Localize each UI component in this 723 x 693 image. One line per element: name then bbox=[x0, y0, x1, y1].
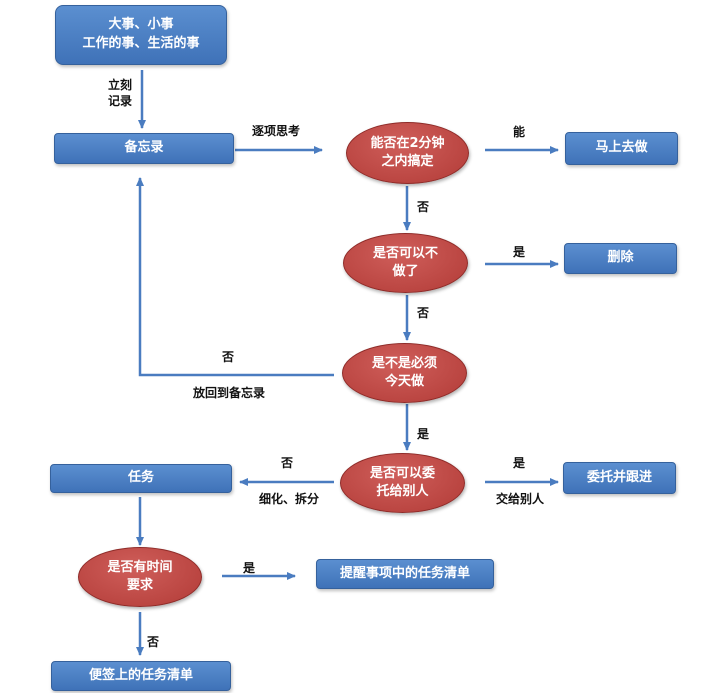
delete-box: 删除 bbox=[564, 243, 677, 274]
label-no-1: 否 bbox=[417, 200, 430, 214]
label-yes-4: 是 bbox=[243, 561, 256, 575]
label-no-2: 否 bbox=[417, 306, 430, 320]
delegate-follow-box: 委托并跟进 bbox=[563, 462, 676, 494]
can-skip-decision: 是否可以不 做了 bbox=[343, 233, 468, 293]
label-think-each: 逐项思考 bbox=[252, 124, 301, 138]
delegate-decision: 是否可以委 托给别人 bbox=[340, 453, 465, 513]
time-req-decision: 是否有时间 要求 bbox=[78, 547, 202, 607]
two-min-line2: 之内搞定 bbox=[381, 154, 434, 169]
sources-line2: 工作的事、生活的事 bbox=[82, 36, 200, 51]
label-no-3: 否 bbox=[281, 456, 294, 470]
must-today-line2: 今天做 bbox=[384, 374, 424, 389]
label-record-now-line2: 记录 bbox=[108, 93, 133, 108]
label-record-now-line1: 立刻 bbox=[108, 78, 133, 92]
label-yes-can: 能 bbox=[513, 125, 526, 139]
two-min-decision: 能否在2分钟 之内搞定 bbox=[346, 122, 469, 184]
time-req-line1: 是否有时间 bbox=[107, 560, 173, 576]
sticky-list-label: 便签上的任务清单 bbox=[88, 667, 193, 683]
can-skip-line1: 是否可以不 bbox=[372, 246, 438, 262]
must-today-decision: 是不是必须 今天做 bbox=[342, 343, 467, 403]
two-min-line1: 能否在2分钟 bbox=[370, 136, 445, 152]
label-put-back: 放回到备忘录 bbox=[193, 386, 266, 400]
do-now-label: 马上去做 bbox=[595, 140, 648, 156]
memo-box: 备忘录 bbox=[54, 133, 234, 164]
arrow-must-today-back-to-memo bbox=[136, 177, 334, 377]
label-yes-1: 是 bbox=[513, 245, 526, 259]
delegate-q-line1: 是否可以委 bbox=[369, 466, 435, 482]
label-no-back: 否 bbox=[222, 350, 235, 364]
label-record-now: 立刻 记录 bbox=[108, 78, 132, 109]
task-label: 任务 bbox=[127, 470, 154, 486]
delegate-q-line2: 托给别人 bbox=[376, 484, 429, 499]
reminder-list-box: 提醒事项中的任务清单 bbox=[316, 559, 494, 589]
sources-line1: 大事、小事 bbox=[108, 17, 174, 33]
sources-box: 大事、小事 工作的事、生活的事 bbox=[55, 5, 227, 65]
must-today-line1: 是不是必须 bbox=[371, 356, 437, 372]
sticky-list-box: 便签上的任务清单 bbox=[51, 661, 231, 691]
time-req-line2: 要求 bbox=[126, 578, 153, 593]
label-refine-split: 细化、拆分 bbox=[259, 492, 320, 506]
memo-label: 备忘录 bbox=[124, 140, 164, 156]
label-give-others: 交给别人 bbox=[496, 492, 545, 506]
delete-label: 删除 bbox=[607, 250, 634, 266]
delegate-follow-label: 委托并跟进 bbox=[586, 469, 652, 485]
label-yes-3: 是 bbox=[513, 456, 526, 470]
do-now-box: 马上去做 bbox=[565, 132, 678, 165]
task-box: 任务 bbox=[50, 464, 232, 493]
can-skip-line2: 做了 bbox=[392, 264, 419, 279]
reminder-list-label: 提醒事项中的任务清单 bbox=[339, 565, 470, 581]
label-yes-2: 是 bbox=[417, 427, 430, 441]
label-no-4: 否 bbox=[147, 635, 160, 649]
